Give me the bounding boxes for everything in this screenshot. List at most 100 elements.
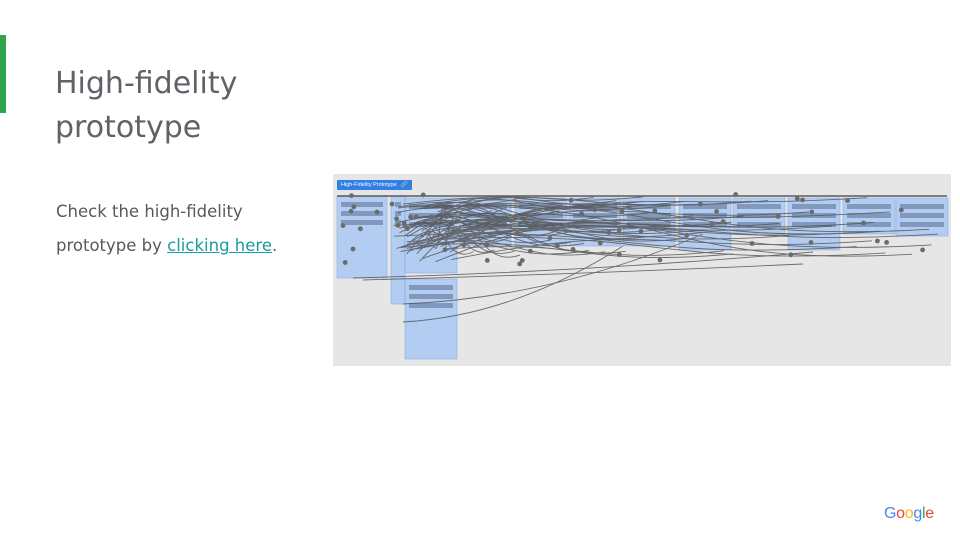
- screen-thumbnail: [900, 213, 944, 218]
- connector-line: [402, 233, 704, 305]
- connector-node: [442, 247, 448, 253]
- connector-node: [568, 197, 574, 203]
- connector-node: [476, 231, 482, 236]
- connector-line: [411, 230, 466, 242]
- prototype-canvas-screenshot: High-Fidelity Prototype🔗: [333, 174, 951, 366]
- screen-thumbnail: [737, 204, 781, 209]
- screen-frame: [336, 195, 388, 279]
- connector-node: [395, 222, 401, 228]
- accent-bar: [0, 35, 6, 113]
- connector-node: [597, 240, 603, 246]
- connector-line: [352, 251, 814, 279]
- connector-line: [411, 215, 700, 235]
- connector-line: [431, 196, 617, 221]
- connector-line: [400, 197, 868, 249]
- screen-thumbnail: [519, 204, 563, 209]
- connector-node: [555, 243, 560, 249]
- screen-thumbnail: [341, 220, 383, 225]
- connector-node: [389, 201, 395, 207]
- connector-line: [428, 201, 684, 245]
- connector-node: [638, 228, 644, 234]
- title-line-1: High-fidelity: [55, 66, 238, 101]
- connector-node: [519, 258, 525, 263]
- connector-node: [709, 221, 715, 227]
- screen-thumbnail: [737, 222, 781, 227]
- connector-node: [340, 223, 346, 228]
- connector-node: [619, 209, 625, 214]
- connector-line: [448, 222, 874, 232]
- connector-node: [351, 204, 357, 210]
- connector-node: [579, 211, 584, 217]
- connector-node: [800, 197, 805, 203]
- screen-thumbnail: [573, 213, 617, 218]
- connector-line: [443, 246, 724, 256]
- connector-node: [547, 235, 553, 241]
- connector-node: [898, 207, 904, 213]
- screen-thumbnail: [395, 211, 401, 216]
- connector-node: [861, 220, 866, 226]
- connector-node: [775, 214, 781, 219]
- connector-node: [428, 214, 434, 220]
- connector-node: [808, 240, 814, 245]
- prototype-label-text: High-Fidelity Prototype: [341, 182, 397, 188]
- connector-line: [398, 213, 654, 240]
- connector-node: [349, 193, 354, 198]
- connector-line: [398, 207, 626, 254]
- connector-node: [342, 260, 348, 265]
- logo-letter: g: [913, 505, 922, 522]
- connector-node: [517, 261, 523, 267]
- prototype-link[interactable]: clicking here: [167, 236, 272, 255]
- google-logo: Google: [884, 505, 934, 523]
- connector-line: [400, 211, 891, 253]
- connector-node: [733, 192, 739, 197]
- connector-node: [394, 216, 399, 222]
- connector-node: [684, 232, 690, 238]
- screen-thumbnail: [792, 204, 836, 209]
- screen-thumbnail: [395, 220, 401, 225]
- screen-thumbnail: [395, 202, 401, 207]
- connector-node: [714, 209, 719, 214]
- connector-node: [420, 192, 426, 198]
- connector-node: [652, 208, 658, 214]
- connector-line: [449, 200, 644, 253]
- connector-line: [446, 210, 560, 226]
- connector-line: [446, 205, 477, 239]
- title-line-2: prototype: [55, 110, 202, 145]
- connector-node: [788, 252, 794, 258]
- connector-line: [434, 206, 446, 249]
- link-icon: 🔗: [400, 182, 409, 188]
- connector-node: [606, 230, 612, 235]
- screen-thumbnail: [409, 294, 453, 299]
- screen-thumbnail: [847, 213, 891, 218]
- connector-node: [698, 201, 703, 207]
- logo-letter: l: [921, 505, 926, 522]
- connector-node: [749, 241, 755, 246]
- connector-node: [484, 242, 490, 247]
- connector-node: [521, 218, 527, 224]
- connector-node: [408, 214, 413, 220]
- connector-node: [402, 223, 408, 229]
- connector-node: [720, 219, 726, 225]
- connector-line: [402, 245, 624, 323]
- connector-node: [592, 207, 598, 213]
- screen-thumbnail: [627, 213, 671, 218]
- connector-node: [484, 258, 490, 263]
- body-suffix: .: [271, 236, 278, 255]
- connector-node: [657, 257, 663, 263]
- connector-node: [809, 209, 815, 215]
- connector-node: [374, 209, 380, 215]
- slide-title: High-fidelity prototype: [55, 62, 315, 150]
- connector-line: [419, 202, 930, 233]
- screen-thumbnail: [900, 204, 944, 209]
- screen-thumbnail: [409, 285, 453, 290]
- logo-letter: o: [904, 505, 914, 522]
- connector-node: [528, 248, 533, 254]
- connector-node: [794, 196, 800, 202]
- screen-thumbnail: [847, 204, 891, 209]
- connector-node: [350, 246, 356, 252]
- screen-thumbnail: [519, 213, 563, 218]
- connector-node: [884, 240, 889, 245]
- body-prefix: Check the high-fidelity prototype by: [56, 202, 243, 255]
- connector-line: [362, 263, 804, 281]
- screen-thumbnail: [341, 211, 383, 216]
